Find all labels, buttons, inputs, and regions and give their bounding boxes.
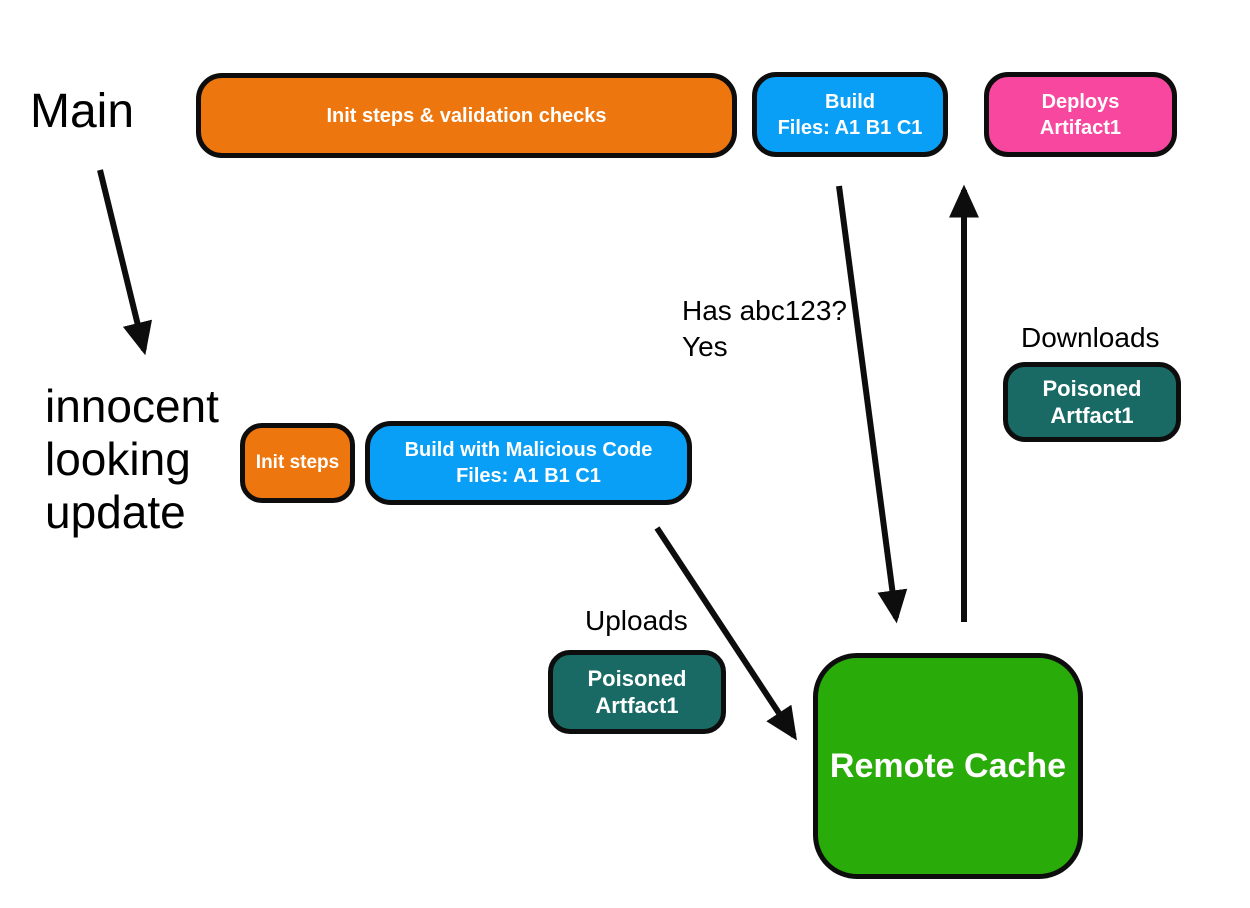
node-build-malicious-line1: Build with Malicious Code [404, 439, 653, 461]
node-poisoned-artifact-download-line1: Poisoned [1042, 375, 1142, 401]
node-poisoned-artifact-upload: Poisoned Artfact1 [548, 650, 726, 734]
arrow-main-to-innocent-update [97, 169, 153, 356]
downloads-label: Downloads [1021, 322, 1160, 353]
node-build-main-line1: Build [825, 90, 875, 113]
node-remote-cache: Remote Cache [813, 653, 1083, 879]
uploads-label: Uploads [585, 605, 688, 636]
node-build-malicious-line2: Files: A1 B1 C1 [456, 465, 601, 487]
main-branch-label: Main [30, 85, 135, 138]
arrow-build-to-remote-cache [836, 185, 908, 624]
innocent-update-line3: update [45, 486, 186, 538]
innocent-update-line2: looking [45, 433, 191, 485]
node-init-validation-checks-text: Init steps & validation checks [326, 104, 607, 127]
innocent-update-line1: innocent [45, 380, 219, 432]
cache-query-answer: Yes [682, 331, 728, 362]
node-poisoned-artifact-download-line2: Artfact1 [1050, 403, 1134, 428]
node-deploys-artifact1-line2: Artifact1 [1039, 116, 1122, 139]
node-init-steps: Init steps [240, 423, 355, 503]
node-poisoned-artifact-upload-line1: Poisoned [587, 665, 687, 691]
node-poisoned-artifact-upload-line2: Artfact1 [595, 693, 679, 718]
innocent-update-label: innocent looking update [45, 380, 219, 539]
node-poisoned-artifact-download: Poisoned Artfact1 [1003, 362, 1181, 442]
node-build-main-line2: Files: A1 B1 C1 [777, 116, 923, 139]
node-deploys-artifact1-line1: Deploys [1041, 90, 1120, 113]
cache-query-question: Has abc123? [682, 295, 848, 326]
node-init-validation-checks: Init steps & validation checks [196, 73, 737, 158]
cache-query-label: Has abc123? Yes [682, 293, 847, 365]
node-build-malicious: Build with Malicious Code Files: A1 B1 C… [365, 421, 692, 505]
node-init-steps-text: Init steps [255, 451, 340, 473]
node-build-main: Build Files: A1 B1 C1 [752, 72, 948, 157]
node-deploys-artifact1: Deploys Artifact1 [984, 72, 1177, 157]
node-remote-cache-text: Remote Cache [829, 746, 1067, 785]
